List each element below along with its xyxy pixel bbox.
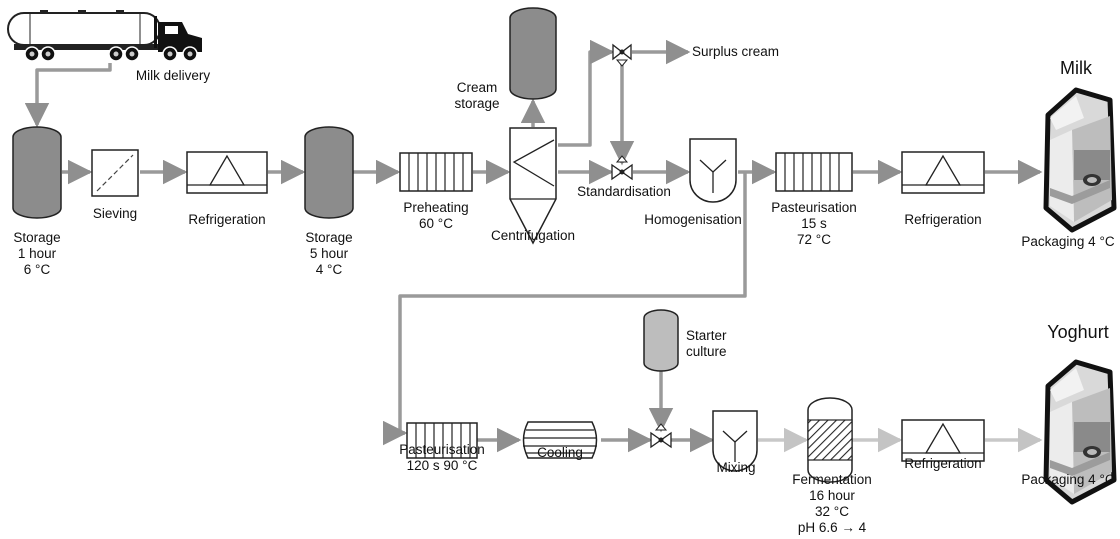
label-storage-2: Storage 5 hour 4 °C: [292, 230, 366, 278]
starter-culture-tank: [643, 309, 679, 372]
flow-lines: [24, 39, 1043, 453]
product-title-yoghurt: Yoghurt: [1047, 322, 1109, 342]
flow-branch-to-yoghurt-line: [382, 172, 747, 446]
label-starter-culture: Starter culture: [686, 328, 736, 360]
label-cream-storage-line-1: Cream: [456, 80, 498, 95]
label-cooling: Cooling: [537, 445, 583, 460]
label-centrifugation: Centrifugation: [490, 228, 576, 243]
label-storage-1-line-1: Storage: [13, 230, 61, 245]
label-fermentation-line-2: 16 hour: [809, 488, 855, 503]
label-refrigeration-2: Refrigeration: [904, 212, 982, 227]
label-pasteurisation-1: Pasteurisation 15 s 72 °C: [764, 200, 864, 248]
storage-tank-1: [12, 126, 62, 219]
flow-centrifuge-to-cream-valve: [558, 39, 615, 147]
refrigerator-1: [186, 151, 268, 194]
label-storage-2-line-2: 5 hour: [309, 246, 349, 261]
label-packaging-milk: Packaging 4 °C: [1021, 234, 1115, 249]
centrifuge-icon: [509, 127, 557, 245]
label-preheating-line-1: Preheating: [403, 200, 469, 215]
refrigerator-3: [901, 419, 985, 462]
mixing-valve-icon: [650, 423, 672, 449]
milk-carton-icon: [1043, 87, 1117, 233]
label-pasteurisation-1-line-1: Pasteurisation: [771, 200, 857, 215]
label-storage-2-line-1: Storage: [305, 230, 353, 245]
label-starter-culture-line-1: Starter: [686, 328, 727, 343]
label-preheating: Preheating 60 °C: [396, 200, 476, 232]
label-preheating-line-2: 60 °C: [419, 216, 453, 231]
label-fermentation-line-4: pH 6.6 → 4: [797, 520, 867, 535]
label-pasteurisation-2-line-2: 120 s 90 °C: [406, 458, 478, 473]
label-starter-culture-line-2: culture: [686, 344, 727, 359]
flow-truck-to-storage: [24, 63, 112, 128]
label-pasteurisation-1-line-3: 72 °C: [797, 232, 831, 247]
label-cream-storage-line-2: storage: [454, 96, 500, 111]
label-fermentation: Fermentation 16 hour 32 °C pH 6.6 → 4: [784, 472, 880, 536]
label-standardisation: Standardisation: [577, 184, 671, 199]
label-storage-2-line-3: 4 °C: [315, 262, 343, 277]
label-pasteurisation-2: Pasteurisation 120 s 90 °C: [388, 442, 496, 474]
standardisation-valve-icon: [611, 155, 633, 181]
product-title-milk: Milk: [1060, 58, 1092, 78]
label-homogenisation: Homogenisation: [644, 212, 742, 227]
label-cream-storage: Cream storage: [446, 80, 508, 112]
label-fermentation-line-1: Fermentation: [792, 472, 872, 487]
fermenter-icon: [807, 397, 853, 483]
label-storage-1: Storage 1 hour 6 °C: [0, 230, 74, 278]
label-packaging-yoghurt: Packaging 4 °C: [1021, 472, 1115, 487]
label-fermentation-line-3: 32 °C: [815, 504, 849, 519]
homogeniser-icon: [689, 138, 737, 203]
refrigerator-2: [901, 151, 985, 194]
label-pasteurisation-2-line-1: Pasteurisation: [399, 442, 485, 457]
pasteuriser-2: [406, 422, 478, 459]
label-mixing: Mixing: [716, 460, 756, 475]
label-refrigeration-1: Refrigeration: [188, 212, 266, 227]
sieve-icon: [91, 149, 139, 197]
cream-storage-tank: [509, 7, 557, 100]
storage-tank-2: [304, 126, 354, 219]
label-pasteurisation-1-line-2: 15 s: [801, 216, 827, 231]
label-refrigeration-3: Refrigeration: [904, 456, 982, 471]
cooler-icon: [522, 421, 598, 459]
pasteuriser-1: [775, 152, 853, 192]
label-sieving: Sieving: [92, 206, 138, 221]
milk-truck-icon: [7, 10, 202, 62]
preheater-icon: [399, 152, 473, 192]
label-surplus-cream: Surplus cream: [692, 44, 780, 59]
cream-valve-icon: [612, 43, 632, 67]
label-storage-1-line-3: 6 °C: [23, 262, 51, 277]
label-milk-delivery: Milk delivery: [135, 68, 211, 83]
label-storage-1-line-2: 1 hour: [17, 246, 57, 261]
yoghurt-carton-icon: [1043, 359, 1117, 505]
mixer-icon: [712, 410, 758, 472]
